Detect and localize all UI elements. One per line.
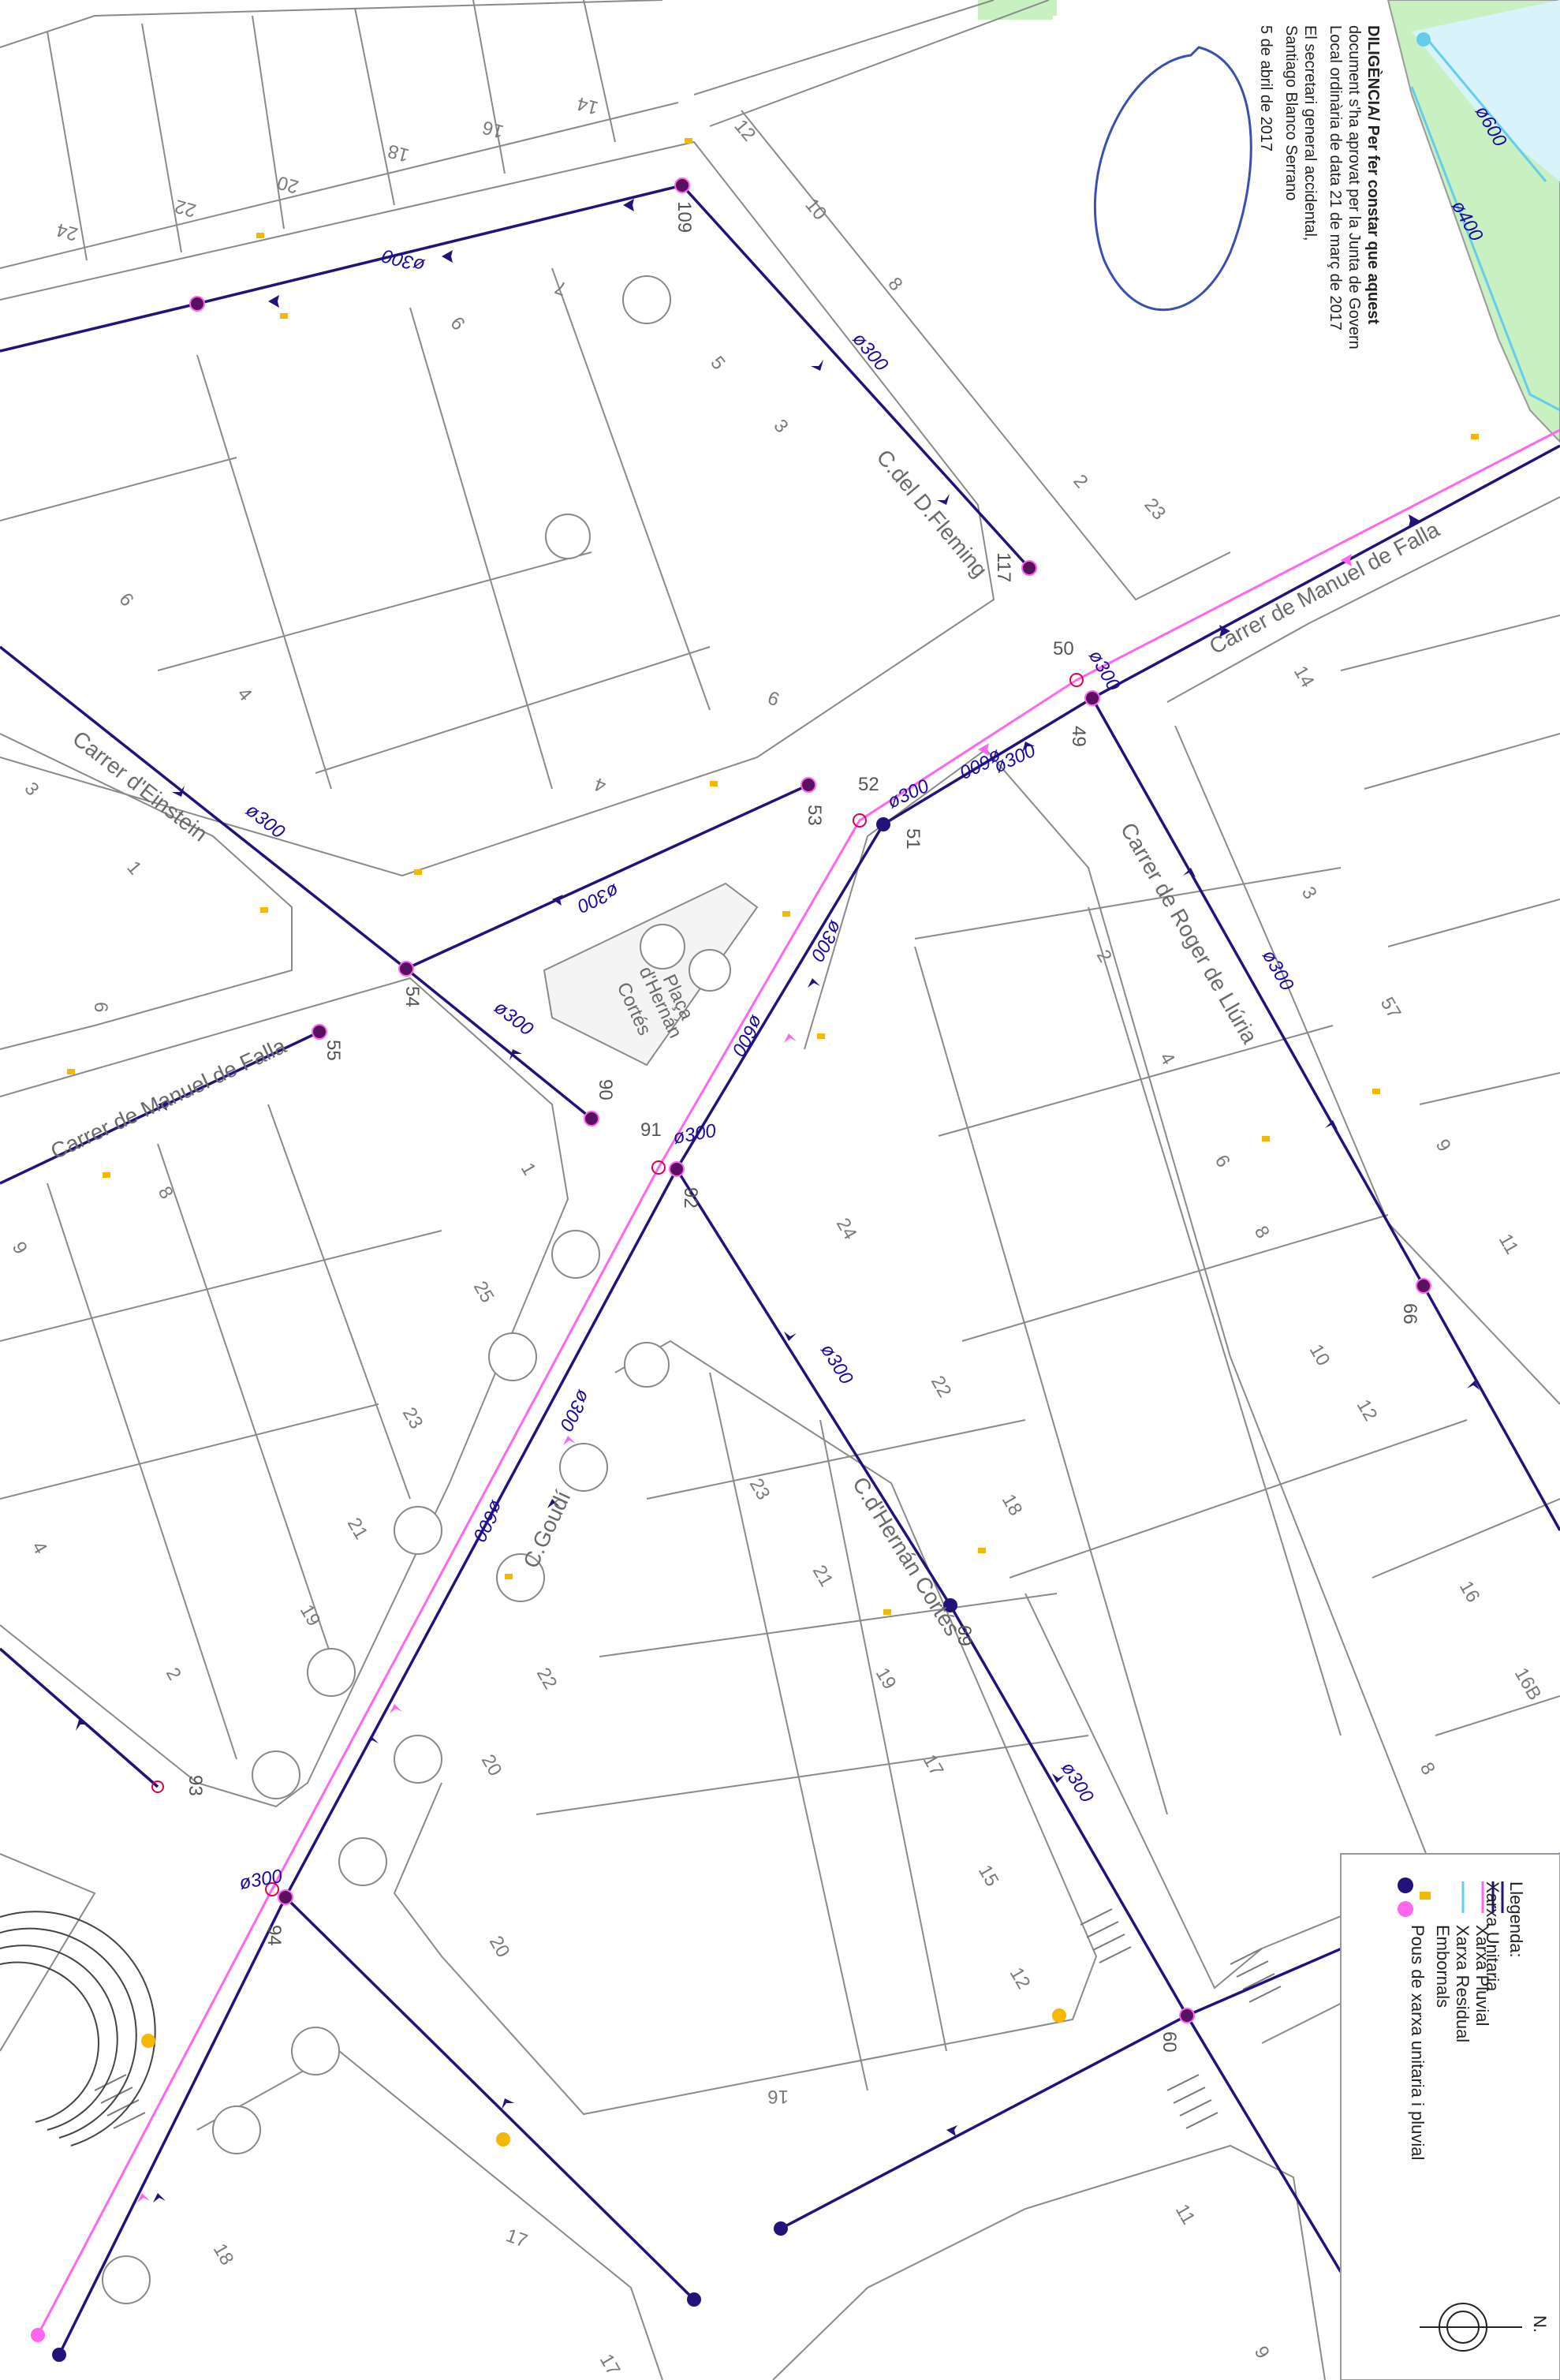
manhole-number-109: 109 — [674, 201, 695, 233]
manhole-number-69: 69 — [954, 1625, 975, 1646]
diligence-line-5: Santiago Blanco Serrano — [1282, 25, 1300, 200]
manhole-number-92: 92 — [680, 1187, 701, 1209]
legend-item-unitaria: Xarxa Unitaria — [1483, 1881, 1502, 1992]
legend-item-residual: Xarxa Residual — [1453, 1925, 1472, 2042]
diligence-line-2: document s'ha aprovat per la Junta de Go… — [1345, 25, 1363, 349]
manholes — [52, 32, 1431, 2362]
manhole-number-52: 52 — [858, 774, 879, 795]
manhole-number-54: 54 — [401, 986, 423, 1007]
house-number: 6 — [90, 1002, 111, 1012]
stadium-curves — [0, 1911, 156, 2146]
legend: Llegenda: Xarxa Unitaria Xarxa Pluvial X… — [1340, 1853, 1560, 2380]
diligence-line-1: DILIGÈNCIA/ Per fer constar que aquest — [1364, 25, 1383, 324]
legend-item-pous: Pous de xarxa unitaria i pluvial — [1408, 1925, 1428, 2160]
north-arrow-icon — [1420, 2303, 1522, 2352]
signature-mark — [1093, 46, 1252, 312]
legend-title: Llegenda: — [1506, 1881, 1526, 1958]
crosswalks — [94, 1908, 1282, 2129]
manhole-number-51: 51 — [902, 828, 924, 850]
diligence-line-6: 5 de abril de 2017 — [1257, 25, 1274, 151]
legend-item-embornals: Embornals — [1433, 1925, 1453, 2008]
north-label: N. — [1530, 2315, 1550, 2333]
flow-arrows — [76, 199, 1480, 2203]
pluvial-network — [36, 428, 1560, 2336]
manhole-number-55: 55 — [323, 1040, 344, 1061]
legend-item-pluvial: Xarxa Pluvial — [1472, 1925, 1492, 2026]
manhole-number-66: 66 — [1399, 1303, 1420, 1325]
manhole-number-91: 91 — [640, 1119, 662, 1141]
house-number: 16 — [767, 2086, 789, 2107]
manhole-number-49: 49 — [1068, 726, 1089, 747]
residual-network — [1410, 39, 1560, 412]
manhole-number-90: 90 — [595, 1079, 616, 1100]
pluvial-manholes — [31, 673, 1084, 2342]
trees — [102, 275, 731, 2304]
manhole-number-60: 60 — [1159, 2031, 1180, 2053]
embornals — [67, 138, 1479, 2146]
pluvial-flow-arrows — [137, 554, 1352, 2203]
manhole-number-93: 93 — [185, 1775, 206, 1796]
manhole-number-50: 50 — [1053, 638, 1074, 659]
manhole-number-94: 94 — [263, 1925, 285, 1946]
diligence-stamp: DILIGÈNCIA/ Per fer constar que aquest d… — [1053, 16, 1384, 349]
diligence-line-3: Local ordinària de data 21 de març de 20… — [1327, 25, 1344, 331]
park-area — [978, 0, 1560, 443]
diligence-line-4: El secretari general accidental, — [1301, 25, 1319, 241]
manhole-number-117: 117 — [993, 552, 1014, 582]
manhole-number-53: 53 — [804, 805, 825, 826]
